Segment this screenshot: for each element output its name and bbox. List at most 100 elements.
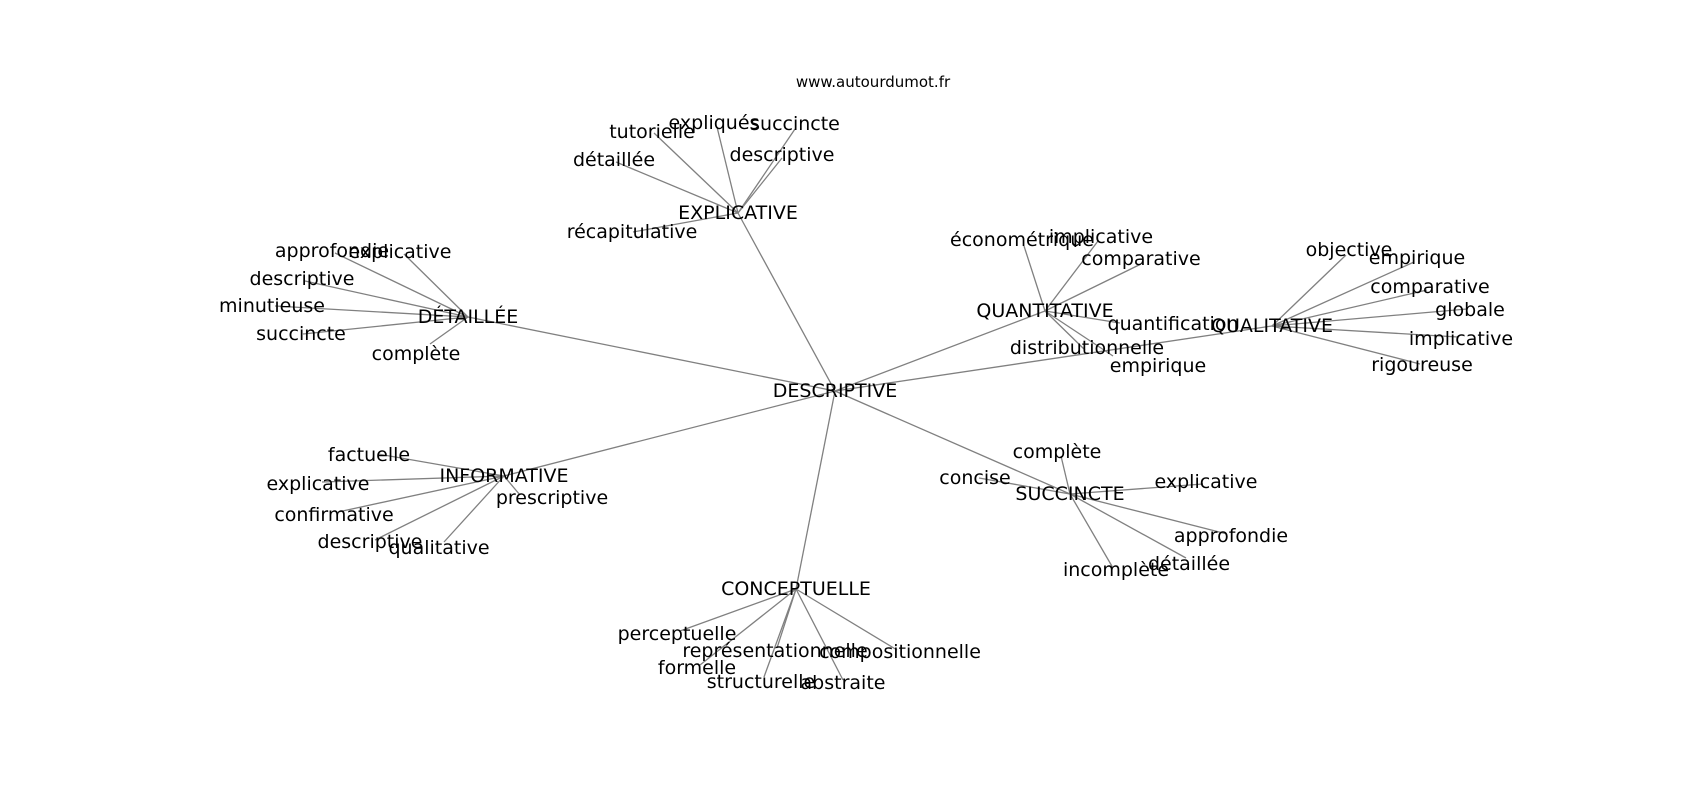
word-qualitative-1: empirique — [1369, 247, 1465, 269]
word-detaillee-1: explicative — [349, 241, 452, 263]
word-conceptuelle-5: abstraite — [801, 672, 886, 694]
node-explicative: EXPLICATIVE — [678, 202, 798, 224]
edge-center-quantitative — [834, 310, 1046, 392]
edge-center-qualitative — [834, 325, 1273, 392]
edge-succincte-1 — [978, 477, 1071, 495]
edge-quantitative-2 — [1044, 263, 1142, 312]
word-informative-5: qualitative — [388, 537, 489, 559]
edge-qualitative-4 — [1271, 325, 1459, 338]
edge-detaillee-1 — [403, 253, 469, 318]
word-informative-4: prescriptive — [496, 487, 608, 509]
graph-labels: www.autourdumot.fr EXPLICATIVE tutorielle… — [219, 73, 1513, 694]
word-explicative-2: succincte — [750, 113, 840, 135]
edge-detaillee-0 — [334, 252, 469, 318]
word-explicative-3: détaillée — [573, 149, 655, 171]
edge-explicative-0 — [653, 132, 739, 214]
word-conceptuelle-3: formelle — [658, 657, 736, 679]
word-qualitative-0: objective — [1306, 239, 1393, 261]
edge-quantitative-4 — [1044, 310, 1086, 351]
edge-center-detaillee — [467, 316, 836, 392]
word-qualitative-2: comparative — [1370, 276, 1489, 298]
center-node: DESCRIPTIVE — [773, 380, 897, 402]
edge-center-succincte — [834, 390, 1071, 495]
edge-qualitative-0 — [1271, 254, 1347, 327]
edge-succincte-2 — [1069, 483, 1204, 495]
word-quantitative-3: quantification — [1108, 313, 1239, 335]
word-explicative-4: descriptive — [730, 144, 835, 166]
edge-qualitative-2 — [1271, 289, 1428, 327]
node-informative: INFORMATIVE — [439, 465, 568, 487]
word-detaillee-2: descriptive — [250, 268, 355, 290]
edge-explicative-1 — [716, 126, 739, 214]
edge-detaillee-5 — [429, 316, 469, 345]
word-detaillee-0: approfondie — [275, 240, 389, 262]
edge-explicative-2 — [737, 128, 796, 214]
word-succincte-4: détaillée — [1148, 553, 1230, 575]
word-informative-1: explicative — [267, 473, 370, 495]
word-quantitative-4: distributionnelle — [1010, 337, 1164, 359]
word-explicative-1: expliqués — [669, 112, 760, 134]
edge-succincte-5 — [1069, 493, 1114, 569]
site-title: www.autourdumot.fr — [796, 73, 951, 91]
word-detaillee-4: succincte — [256, 323, 346, 345]
word-succincte-5: incomplète — [1063, 559, 1169, 581]
edge-succincte-4 — [1069, 493, 1187, 559]
edge-conceptuelle-4 — [763, 588, 797, 678]
node-detaillee: DÉTAILLÉE — [418, 305, 519, 328]
word-qualitative-4: implicative — [1409, 328, 1513, 350]
edge-informative-2 — [337, 475, 505, 513]
edge-explicative-4 — [737, 157, 783, 214]
edge-explicative-3 — [615, 161, 739, 214]
word-succincte-2: explicative — [1155, 471, 1258, 493]
node-succincte: SUCCINCTE — [1015, 483, 1124, 505]
word-quantitative-1: implicative — [1049, 226, 1153, 248]
word-explicative-0: tutorielle — [609, 121, 695, 143]
word-succincte-0: complète — [1013, 441, 1102, 463]
edge-informative-5 — [443, 475, 505, 543]
edge-quantitative-1 — [1044, 240, 1099, 312]
word-succincte-1: concise — [939, 467, 1010, 489]
word-informative-2: confirmative — [274, 504, 393, 526]
edge-conceptuelle-3 — [699, 588, 797, 666]
edge-qualitative-1 — [1271, 261, 1415, 327]
node-qualitative: QUALITATIVE — [1211, 315, 1333, 337]
word-explicative-5: récapitulative — [567, 221, 698, 243]
node-conceptuelle: CONCEPTUELLE — [721, 578, 871, 600]
word-informative-3: descriptive — [318, 531, 423, 553]
word-quantitative-2: comparative — [1081, 248, 1200, 270]
graph-edges — [274, 126, 1468, 681]
edge-quantitative-3 — [1044, 310, 1121, 324]
word-succincte-3: approfondie — [1174, 525, 1288, 547]
edge-succincte-0 — [1060, 455, 1071, 495]
edge-qualitative-5 — [1271, 325, 1421, 365]
edge-detaillee-4 — [302, 316, 469, 335]
edge-center-informative — [503, 390, 836, 477]
edge-quantitative-5 — [1044, 310, 1114, 357]
word-conceptuelle-2: compositionnelle — [819, 641, 981, 663]
word-quantitative-5: empirique — [1110, 355, 1206, 377]
edge-qualitative-3 — [1271, 308, 1468, 327]
edge-quantitative-0 — [1023, 245, 1046, 312]
word-conceptuelle-1: représentationnelle — [682, 640, 867, 662]
edge-informative-0 — [377, 453, 505, 477]
word-conceptuelle-4: structurelle — [707, 671, 815, 693]
edge-informative-3 — [374, 475, 505, 541]
word-detaillee-3: minutieuse — [219, 295, 325, 317]
word-qualitative-3: globale — [1435, 299, 1505, 321]
edge-center-conceptuelle — [795, 390, 836, 590]
word-detaillee-5: complète — [372, 343, 461, 365]
edge-detaillee-3 — [274, 305, 469, 318]
word-conceptuelle-0: perceptuelle — [618, 623, 737, 645]
edge-detaillee-2 — [304, 280, 469, 318]
edge-conceptuelle-5 — [795, 588, 844, 681]
edge-center-explicative — [737, 212, 836, 392]
edge-conceptuelle-0 — [679, 588, 797, 632]
word-informative-0: factuelle — [328, 444, 410, 466]
word-quantitative-0: économétrique — [950, 229, 1094, 251]
node-quantitative: QUANTITATIVE — [976, 300, 1113, 322]
edge-informative-1 — [321, 475, 505, 483]
edge-conceptuelle-2 — [795, 588, 898, 651]
edge-succincte-3 — [1069, 493, 1228, 535]
edge-informative-4 — [503, 475, 521, 496]
